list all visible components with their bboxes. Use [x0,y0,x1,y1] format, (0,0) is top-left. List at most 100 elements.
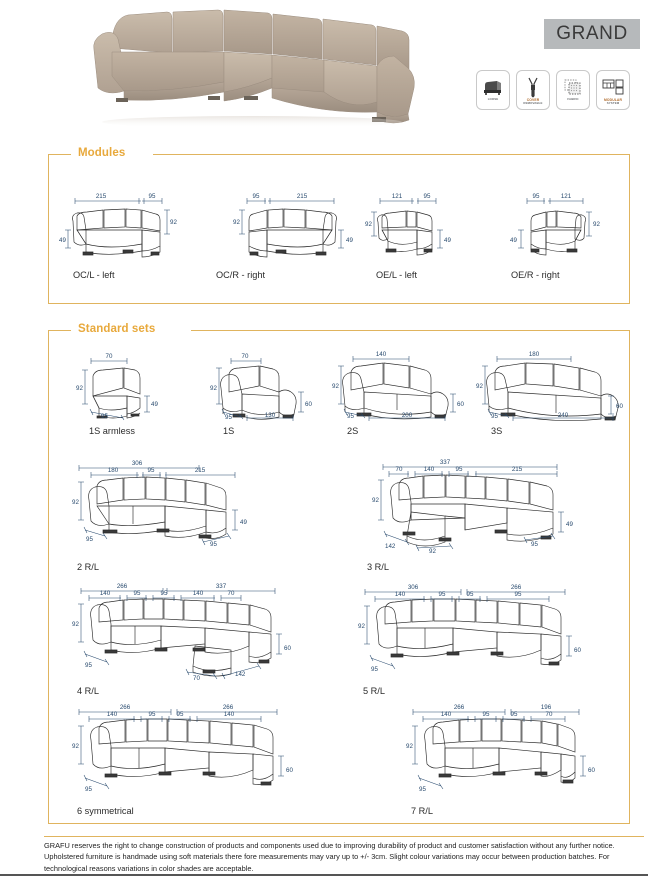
dim-92: 92 [72,499,79,506]
loose-cover-glyph [482,75,504,98]
dim-95a: 95 [439,591,446,598]
section-modules-header: Modules [49,147,629,161]
set-3s-label: 3S [491,426,503,436]
dim-60: 60 [305,401,312,408]
dim-266: 266 [511,584,522,591]
dim-95: 95 [101,413,108,420]
set-5rl-label: 5 R/L [363,686,385,696]
dim-92: 92 [332,383,339,390]
dim-92: 92 [476,383,483,390]
dim-92: 92 [210,385,217,392]
footer-disclaimer: GRAFU reserves the right to change const… [44,836,644,874]
dim-215: 215 [96,193,107,200]
dim-60: 60 [574,647,581,654]
section-standard-sets: Standard sets [48,323,630,824]
dim-140: 140 [376,351,387,358]
zipper-glyph [523,75,543,98]
dim-95: 95 [85,662,92,669]
modular-system-caption: SYSTEM [606,101,620,106]
dim-60: 60 [286,767,293,774]
module-oer-drawing: 95 121 92 49 [489,184,609,262]
set-3rl-label: 3 R/L [367,562,389,572]
dim-140: 140 [441,711,452,718]
dim-215: 215 [297,193,308,200]
set-5rl-drawing: 306 266 140 95 95 95 92 60 95 [349,582,594,680]
dim-140: 140 [395,591,406,598]
dim-140b: 140 [193,590,204,597]
dim-49: 49 [346,237,353,244]
section-standard-sets-header: Standard sets [49,323,629,337]
dim-70: 70 [546,711,553,718]
cover-removable-icon: COVER REMOVABLE [516,70,550,110]
dim-240: 240 [558,412,569,419]
fabric-swatch-glyph [562,75,584,98]
module-oer-label: OE/R - right [511,270,560,280]
set-4rl-label: 4 R/L [77,686,99,696]
dim-95: 95 [347,413,354,420]
page-title: GRAND [556,23,628,44]
set-1s-drawing: 70 92 60 95 130 [197,348,322,421]
set-7rl-drawing: 266 196 140 95 95 70 92 60 95 [397,702,602,800]
dim-95: 95 [371,666,378,673]
dim-92: 92 [72,621,79,628]
set-3rl-drawing: 337 70 140 95 215 92 49 142 92 95 [361,458,601,556]
dim-95: 95 [148,467,155,474]
dim-95b: 95 [177,711,184,718]
dim-49: 49 [510,237,517,244]
dim-95-right: 95 [531,541,538,548]
dim-49: 49 [59,237,66,244]
dim-70: 70 [228,590,235,597]
dim-95a: 95 [134,590,141,597]
dim-60: 60 [588,767,595,774]
dim-180: 180 [529,351,540,358]
dim-215: 215 [195,467,206,474]
dim-70: 70 [106,353,113,360]
dim-70: 70 [396,466,403,473]
dim-95: 95 [253,193,260,200]
dim-95b: 95 [511,711,518,718]
fabric-caption: FABRIC [567,97,579,101]
set-2rl-label: 2 R/L [77,562,99,572]
dim-337: 337 [216,583,227,590]
section-modules-title: Modules [73,147,131,159]
dim-266: 266 [454,704,465,711]
set-2s-drawing: 140 92 60 95 200 [317,348,467,421]
set-7rl-label: 7 R/L [411,806,433,816]
dim-140b: 140 [224,711,235,718]
dim-337: 337 [440,459,451,466]
dim-121: 121 [561,193,572,200]
set-6-symmetrical-drawing: 266 266 140 95 95 140 92 60 95 [63,702,308,800]
dim-95: 95 [85,786,92,793]
dim-95b: 95 [161,590,168,597]
set-1s-label: 1S [223,426,235,436]
dim-60: 60 [457,401,464,408]
product-title-banner: GRAND [544,19,640,49]
fabric-icon: FABRIC [556,70,590,110]
dim-306: 306 [408,584,419,591]
dim-95: 95 [491,413,498,420]
modular-blocks-glyph [601,75,625,98]
module-ocl-drawing: 215 95 92 49 [59,184,203,262]
section-modules: Modules [48,147,630,304]
dim-92: 92 [72,743,79,750]
dim-95b: 95 [467,591,474,598]
set-1s-armless-label: 1S armless [89,426,135,436]
dim-60: 60 [284,645,291,652]
dim-142: 142 [235,671,246,678]
loose-cover-caption: LOOSE [487,97,499,101]
dim-95: 95 [225,414,232,421]
dim-142: 142 [385,543,396,550]
dim-95: 95 [456,466,463,473]
dim-95a: 95 [149,711,156,718]
feature-icon-group: LOOSE COVER REMOVABLE [476,70,630,110]
cover-removable-caption-top: COVER [526,98,540,102]
dim-215: 215 [512,466,523,473]
dim-130: 130 [265,412,276,419]
modular-system-icon: MODULAR SYSTEM [596,70,630,110]
dim-92: 92 [406,743,413,750]
dim-92: 92 [593,221,600,228]
dim-70: 70 [242,353,249,360]
dim-92: 92 [372,497,379,504]
dim-95: 95 [149,193,156,200]
dim-92: 92 [358,623,365,630]
